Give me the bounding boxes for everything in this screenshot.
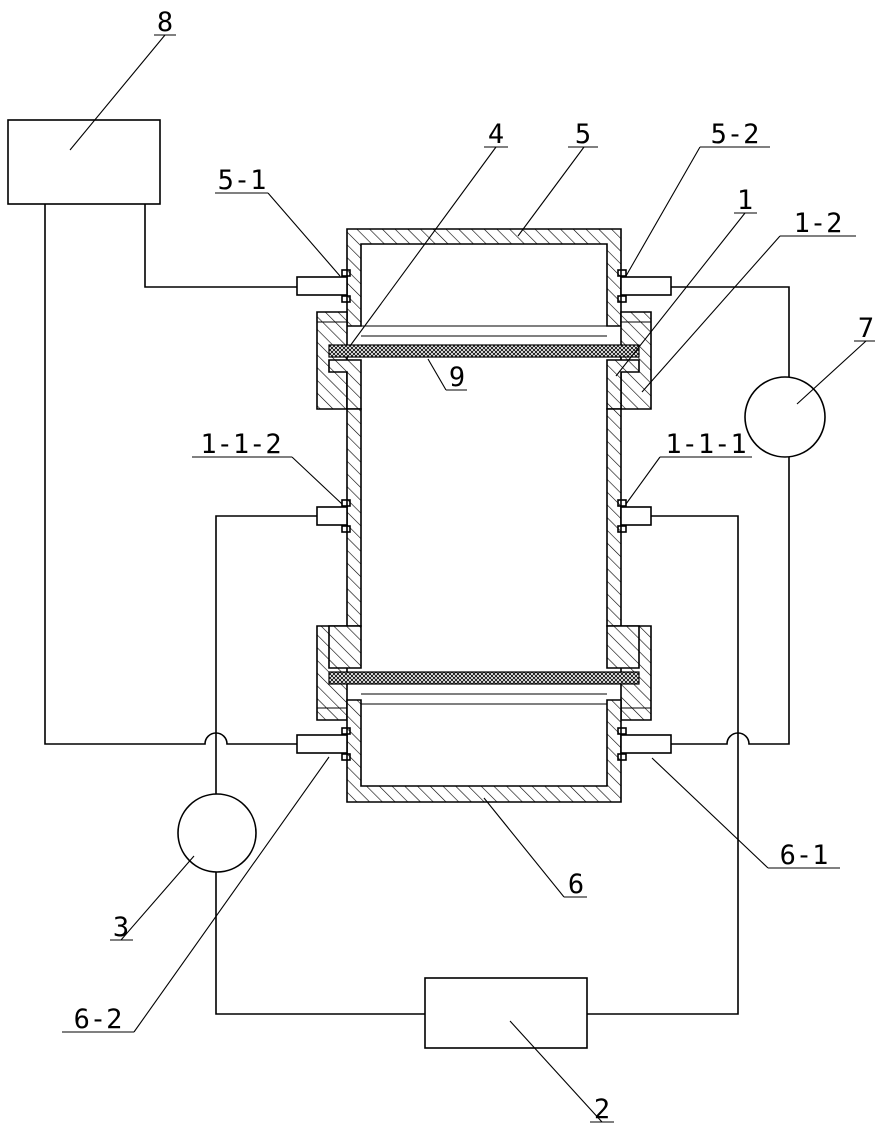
label-1-1-1: 1-1-1	[665, 429, 746, 460]
lower-flange-assembly	[317, 626, 651, 720]
label-7: 7	[858, 313, 874, 344]
lower-membrane	[329, 672, 639, 684]
box-2	[425, 978, 587, 1048]
port-5-2	[621, 277, 671, 295]
upper-membrane	[329, 345, 639, 357]
middle-cell	[347, 409, 621, 626]
label-6-1: 6-1	[780, 840, 829, 871]
labels: 8 5-1 4 5 5-2 1 1-2 7 9 1-1-2 1-1-1 6 6-…	[74, 7, 875, 1125]
top-chamber	[347, 229, 621, 326]
label-8: 8	[157, 7, 173, 38]
label-1-2: 1-2	[794, 208, 843, 239]
bottom-chamber	[347, 700, 621, 802]
label-1: 1	[737, 185, 753, 216]
label-5-1: 5-1	[218, 165, 267, 196]
port-1-1-2	[317, 507, 347, 525]
port-6-1	[621, 735, 671, 753]
label-5-2: 5-2	[711, 119, 760, 150]
label-2: 2	[594, 1094, 610, 1125]
label-3: 3	[113, 912, 129, 943]
label-4: 4	[488, 119, 504, 150]
port-5-1	[297, 277, 347, 295]
label-1-1-2: 1-1-2	[200, 429, 281, 460]
label-9: 9	[449, 362, 465, 393]
label-6: 6	[568, 869, 584, 900]
port-1-1-1	[621, 507, 651, 525]
label-5: 5	[575, 119, 591, 150]
port-6-2	[297, 735, 347, 753]
label-6-2: 6-2	[74, 1004, 123, 1035]
